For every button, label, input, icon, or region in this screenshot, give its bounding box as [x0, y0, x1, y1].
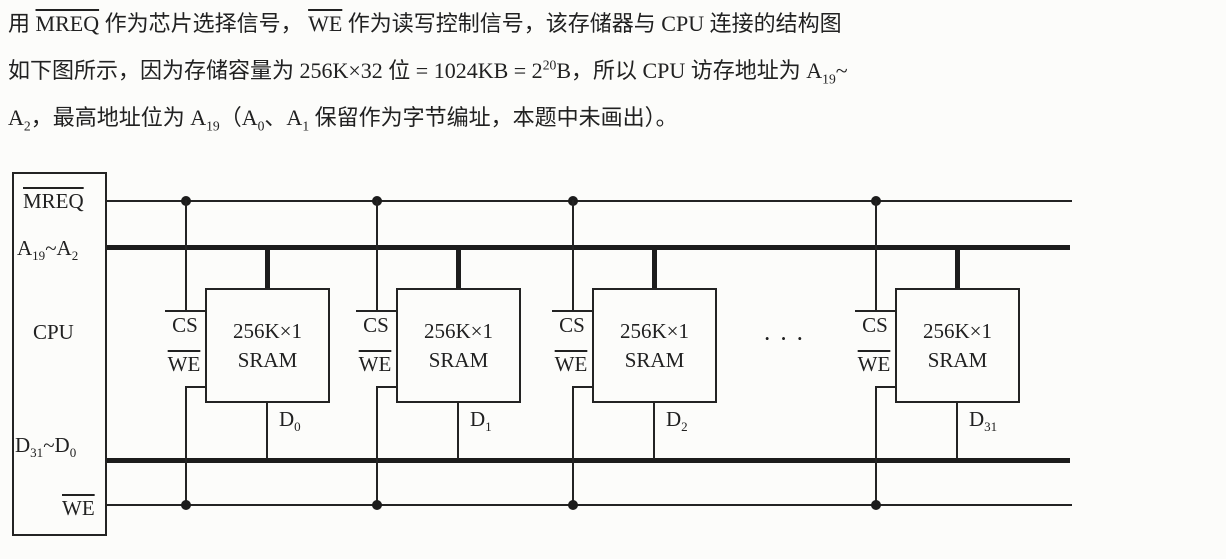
- cpu-data-label: D31~D0: [15, 433, 77, 461]
- cpu-address-label: A19~A2: [17, 236, 79, 264]
- chip-capacity-label: 256K×1: [423, 318, 493, 343]
- we-wire-vertical: [875, 386, 877, 506]
- problem-text-line-3: A2，最高地址位为 A19（A0、A1 保留作为字节编址，本题中未画出）。: [8, 105, 678, 134]
- sram-chip: 256K×1 SRAM: [396, 288, 521, 403]
- chip-type-label: SRAM: [428, 347, 489, 372]
- we-pin-label: WE: [857, 352, 891, 376]
- chip-capacity-label: 256K×1: [619, 318, 689, 343]
- junction-dot-we: [568, 500, 578, 510]
- cpu-name-label: CPU: [33, 320, 74, 344]
- address-stub: [456, 250, 461, 288]
- junction-dot-we: [181, 500, 191, 510]
- cs-wire-vertical: [376, 200, 378, 312]
- problem-text-line-2: 如下图所示，因为存储容量为 256K×32 位 = 1024KB = 220B，…: [8, 57, 848, 87]
- we-wire-horizontal: [875, 386, 895, 388]
- data-wire: [653, 401, 655, 459]
- we-pin-label: WE: [167, 352, 201, 376]
- address-stub: [265, 250, 270, 288]
- chip-capacity-label: 256K×1: [232, 318, 302, 343]
- cpu-box: [12, 172, 107, 536]
- address-stub: [652, 250, 657, 288]
- we-wire-horizontal: [572, 386, 592, 388]
- mreq-signal-line: [107, 200, 1072, 202]
- cpu-we-label: WE: [62, 496, 95, 520]
- cs-wire-vertical: [875, 200, 877, 312]
- chip-capacity-label: 256K×1: [922, 318, 992, 343]
- junction-dot-we: [372, 500, 382, 510]
- we-signal-line: [107, 504, 1072, 506]
- cs-pin-bar: [356, 310, 396, 312]
- chip-type-label: SRAM: [927, 347, 988, 372]
- data-pin-label: D2: [666, 407, 688, 435]
- we-wire-vertical: [185, 386, 187, 506]
- cs-pin-label: CS: [559, 313, 585, 337]
- chip-type-label: SRAM: [237, 347, 298, 372]
- problem-statement: 用 MREQ 作为芯片选择信号， WE 作为读写控制信号，该存储器与 CPU 连…: [8, 0, 1222, 141]
- sram-chip: 256K×1 SRAM: [592, 288, 717, 403]
- data-wire: [266, 401, 268, 459]
- address-bus: [107, 245, 1070, 250]
- we-wire-vertical: [572, 386, 574, 506]
- chip-type-label: SRAM: [624, 347, 685, 372]
- data-pin-label: D31: [969, 407, 998, 435]
- data-pin-label: D0: [279, 407, 301, 435]
- we-wire-horizontal: [185, 386, 205, 388]
- sram-chip: 256K×1 SRAM: [205, 288, 330, 403]
- sram-chip: 256K×1 SRAM: [895, 288, 1020, 403]
- we-wire-horizontal: [376, 386, 396, 388]
- cs-pin-label: CS: [172, 313, 198, 337]
- data-wire: [956, 401, 958, 459]
- we-pin-label: WE: [554, 352, 588, 376]
- we-wire-vertical: [376, 386, 378, 506]
- address-stub: [955, 250, 960, 288]
- data-pin-label: D1: [470, 407, 492, 435]
- cs-wire-vertical: [185, 200, 187, 312]
- problem-text-line-1: 用 MREQ 作为芯片选择信号， WE 作为读写控制信号，该存储器与 CPU 连…: [8, 11, 842, 36]
- cpu-mreq-label: MREQ: [23, 189, 84, 213]
- cs-pin-label: CS: [862, 313, 888, 337]
- junction-dot-we: [871, 500, 881, 510]
- cs-pin-bar: [552, 310, 592, 312]
- we-pin-label: WE: [358, 352, 392, 376]
- cs-pin-bar: [855, 310, 895, 312]
- cs-wire-vertical: [572, 200, 574, 312]
- data-bus: [107, 458, 1070, 463]
- cs-pin-label: CS: [363, 313, 389, 337]
- ellipsis-more-chips: ···: [763, 326, 812, 353]
- data-wire: [457, 401, 459, 459]
- cs-pin-bar: [165, 310, 205, 312]
